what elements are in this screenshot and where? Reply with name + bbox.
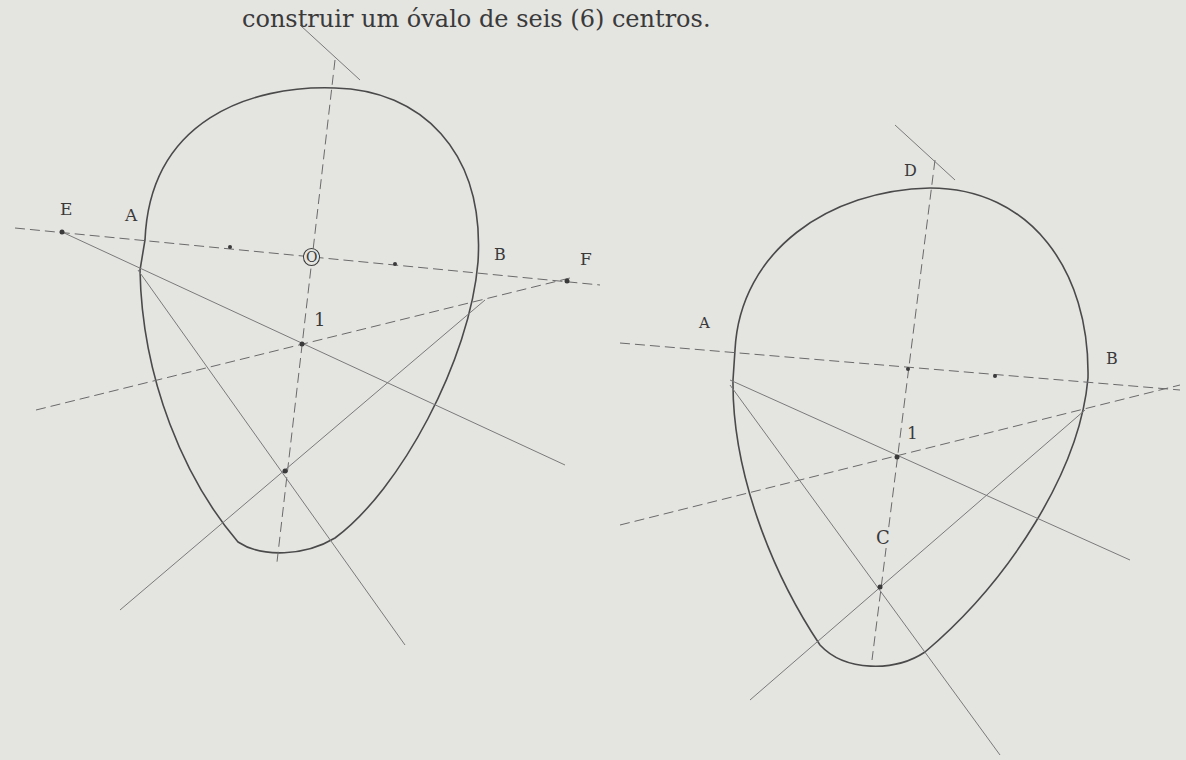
construction-line xyxy=(730,380,1130,560)
arc-mark xyxy=(895,125,955,180)
point-label: E xyxy=(58,200,74,219)
left-oval xyxy=(140,88,479,553)
point-label: 1 xyxy=(312,310,327,330)
construction-line xyxy=(750,410,1085,700)
point-label: F xyxy=(578,250,594,269)
point xyxy=(565,279,570,284)
point-label: B xyxy=(1104,350,1120,368)
point-label: A xyxy=(123,206,139,225)
point xyxy=(300,342,305,347)
minor-axis xyxy=(277,60,335,562)
construction-line xyxy=(138,270,405,645)
construction-line xyxy=(730,385,1000,755)
point xyxy=(906,367,910,371)
point-label: B xyxy=(492,246,508,264)
construction-line xyxy=(620,385,1180,525)
point-label: A xyxy=(697,315,712,332)
point xyxy=(895,455,900,460)
construction-line xyxy=(120,300,485,610)
construction-line xyxy=(62,232,565,465)
point xyxy=(228,245,232,249)
heading-text: construir um óvalo de seis (6) centros. xyxy=(240,6,713,32)
points xyxy=(60,230,998,590)
point-label: O xyxy=(303,248,320,266)
arc-mark xyxy=(300,25,360,80)
point xyxy=(283,469,288,474)
major-axis xyxy=(620,343,1180,390)
construction-lines xyxy=(62,25,1130,755)
point-label: D xyxy=(902,162,919,180)
point-label: C xyxy=(874,528,892,548)
point xyxy=(60,230,65,235)
construction-line xyxy=(36,278,570,410)
point xyxy=(878,585,883,590)
oval-outlines xyxy=(140,88,1088,666)
point xyxy=(993,374,997,378)
point xyxy=(393,262,397,266)
minor-axis xyxy=(872,160,935,660)
major-axis xyxy=(15,228,600,285)
point-label: 1 xyxy=(905,424,920,443)
right-oval xyxy=(733,188,1088,666)
axis-lines xyxy=(15,60,1180,660)
